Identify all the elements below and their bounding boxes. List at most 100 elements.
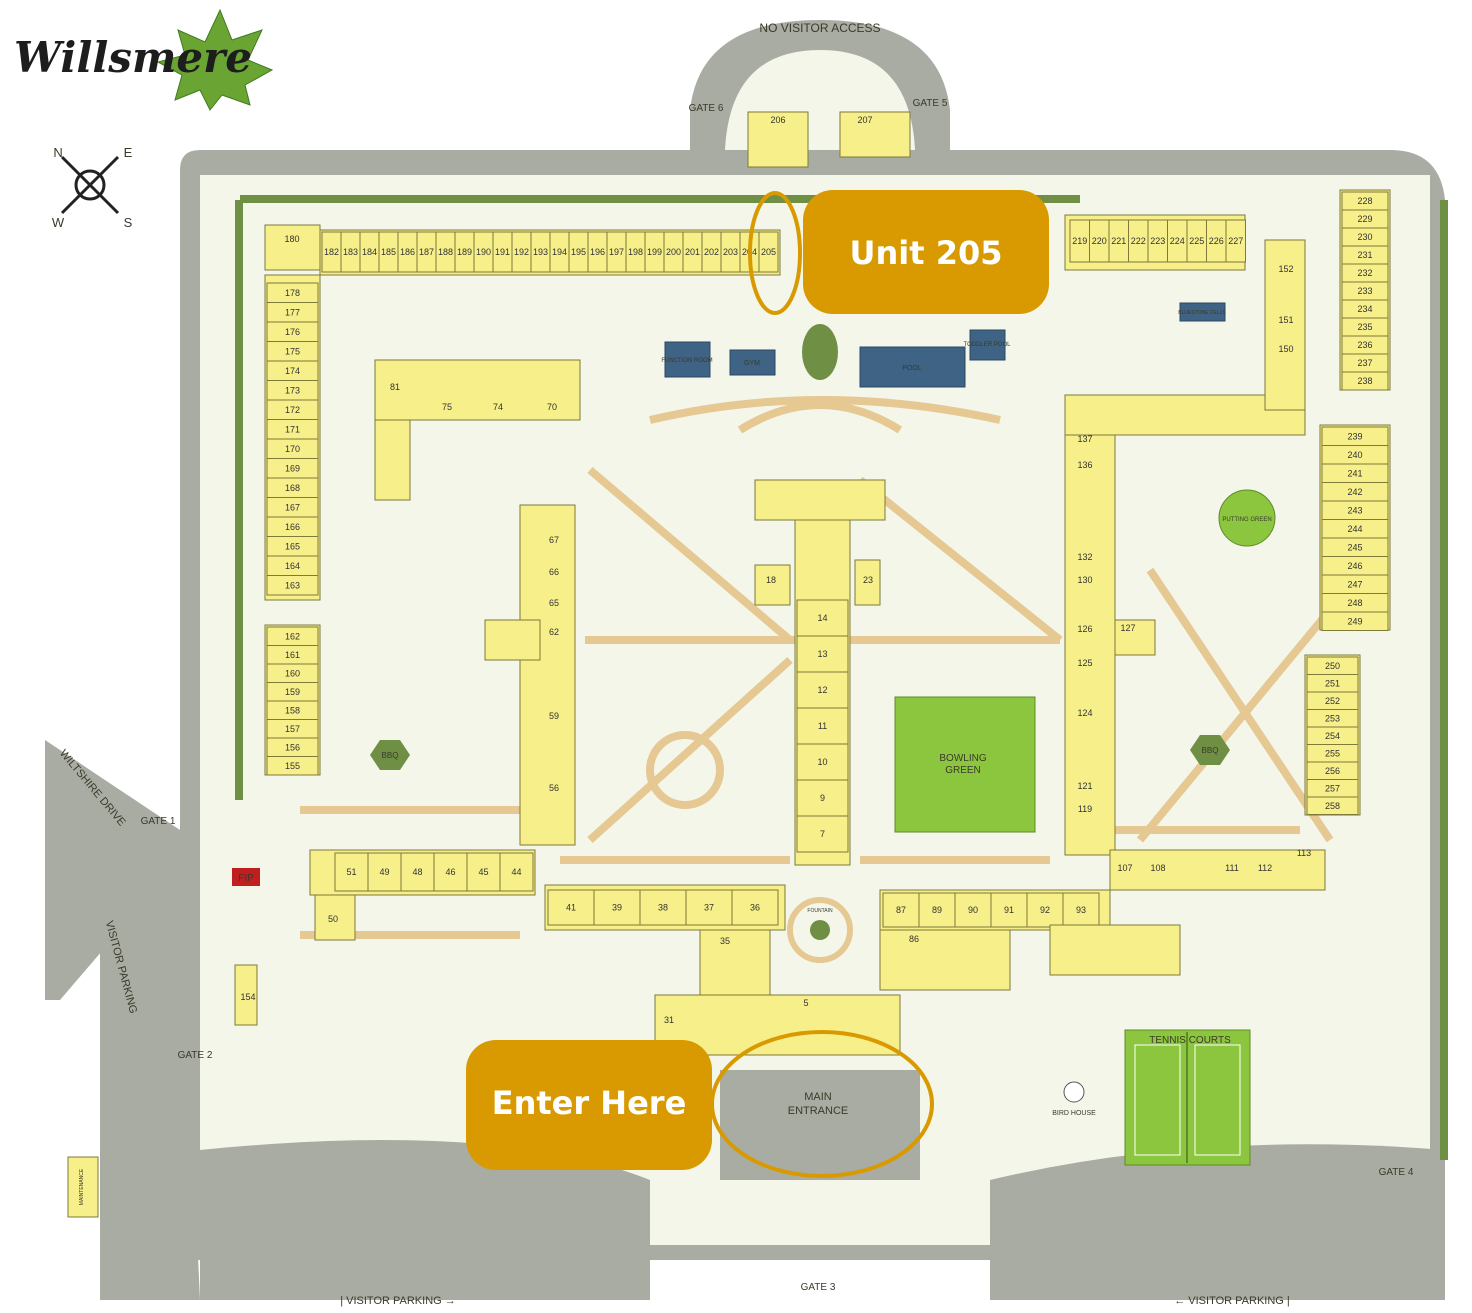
unit-238 [1341,371,1389,391]
svg-text:66: 66 [549,567,559,577]
svg-text:75: 75 [442,402,452,412]
svg-text:18: 18 [766,575,776,585]
svg-text:81: 81 [390,382,400,392]
svg-text:132: 132 [1077,552,1092,562]
unit-255-label: 255 [1325,748,1340,758]
bluestone-cells-label: BLUESTONE CELLS [1178,310,1226,316]
unit-13 [796,635,849,673]
central-lawn [802,324,838,380]
svg-text:130: 130 [1077,575,1092,585]
unit-89-label: 89 [932,905,942,915]
unit-127-block [1114,619,1156,656]
visitor-parking-bottom-right: ← VISITOR PARKING | [1174,1295,1290,1307]
unit-51-label: 51 [346,867,356,877]
unit-234-label: 234 [1357,304,1372,314]
unit-258-label: 258 [1325,801,1340,811]
svg-text:206: 206 [770,115,785,125]
unit-223-label: 223 [1150,236,1165,246]
unit-188-label: 188 [438,247,453,257]
unit-243-label: 243 [1347,505,1362,515]
unit-154-block [234,964,258,1026]
svg-text:5: 5 [803,998,808,1008]
unit-12-label: 12 [817,685,827,695]
unit-23-block [854,559,881,606]
unit-50-block [314,894,356,941]
unit-194-label: 194 [552,247,567,257]
unit-192-label: 192 [514,247,529,257]
svg-text:136: 136 [1077,460,1092,470]
fip-sign [232,868,260,886]
unit-172-label: 172 [285,405,300,415]
unit-37 [685,889,733,926]
fountain-label: FOUNTAIN [807,908,833,914]
unit-249-label: 249 [1347,616,1362,626]
tennis-courts-label: TENNIS COURTS [1149,1035,1231,1046]
unit-11 [796,707,849,745]
gate-2-label: GATE 2 [178,1050,213,1061]
unit-185-label: 185 [381,247,396,257]
bowling-green-label: BOWLING [939,753,986,764]
unit-90 [954,892,992,928]
unit-224-label: 224 [1170,236,1185,246]
unit-248-label: 248 [1347,598,1362,608]
bottom-road-right [990,1144,1445,1300]
unit-163 [266,575,319,596]
unit-161-label: 161 [285,650,300,660]
unit-232-label: 232 [1357,268,1372,278]
south-east-inner [1049,924,1181,976]
unit-7-label: 7 [820,829,825,839]
fip-label: FIP [238,873,254,884]
unit-250-label: 250 [1325,661,1340,671]
bowling-green [894,696,1036,833]
unit-92 [1026,892,1064,928]
unit-93 [1062,892,1100,928]
svg-text:E: E [124,145,133,160]
svg-text:67: 67 [549,535,559,545]
west-inner-building [374,359,581,421]
unit-221-label: 221 [1111,236,1126,246]
unit-251-label: 251 [1325,678,1340,688]
north-wall [240,195,1080,203]
gate-5-label: GATE 5 [913,98,948,109]
svg-text:35: 35 [720,936,730,946]
unit-39 [593,889,641,926]
svg-text:65: 65 [549,598,559,608]
svg-text:152: 152 [1278,264,1293,274]
unit-38-label: 38 [658,903,668,913]
unit-205-callout [803,190,1049,314]
unit-49-label: 49 [379,867,389,877]
svg-text:125: 125 [1077,658,1092,668]
unit-227-label: 227 [1228,236,1243,246]
unit-228-label: 228 [1357,196,1372,206]
unit-165-label: 165 [285,541,300,551]
unit-37-label: 37 [704,903,714,913]
unit-9-label: 9 [820,793,825,803]
unit-48-label: 48 [412,867,422,877]
bbq-west [370,740,410,770]
svg-text:154: 154 [240,992,255,1002]
unit-14-label: 14 [817,613,827,623]
bbq-west-label: BBQ [382,751,399,760]
maple-leaf-icon [156,8,274,111]
unit-236-label: 236 [1357,340,1372,350]
maintenance-label: MAINTENANCE [79,1168,85,1205]
west-centre-wing [484,619,541,661]
south-east-lower [879,929,1011,991]
unit-184-label: 184 [362,247,377,257]
unit-178-label: 178 [285,288,300,298]
unit-258 [1306,796,1359,815]
svg-text:151: 151 [1278,315,1293,325]
svg-text:50: 50 [328,914,338,924]
unit-241-label: 241 [1347,468,1362,478]
pool [859,346,966,388]
unit-91-label: 91 [1004,905,1014,915]
unit-170-label: 170 [285,444,300,454]
unit-205 [758,231,779,273]
unit-10 [796,743,849,781]
west-wall [235,200,243,800]
unit-182-label: 182 [324,247,339,257]
unit-173-label: 173 [285,385,300,395]
